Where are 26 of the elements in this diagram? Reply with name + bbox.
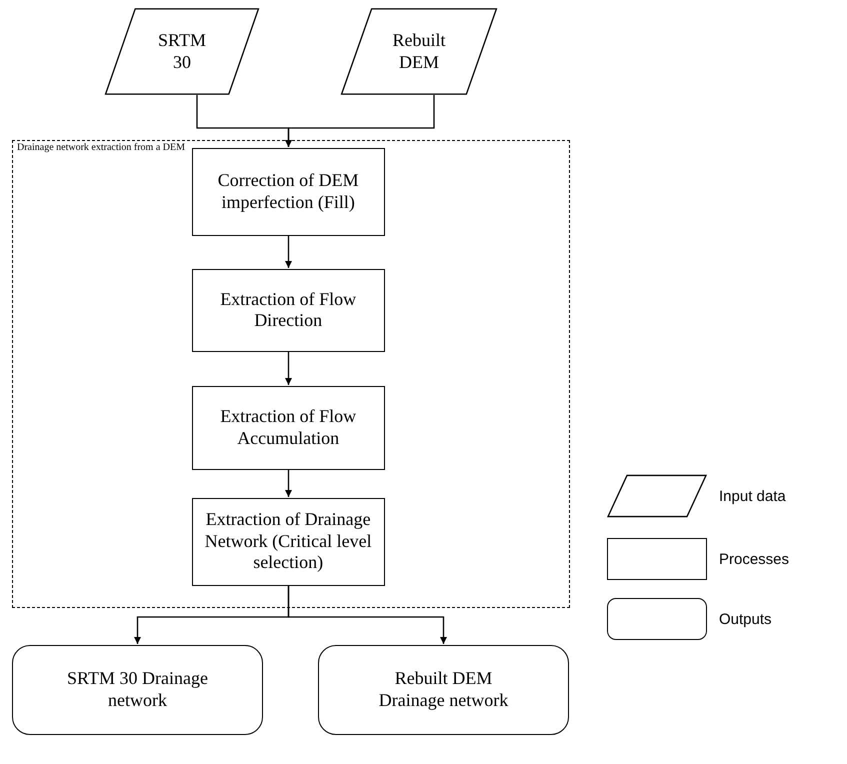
group-heading: Drainage network extraction from a DEM — [17, 142, 185, 154]
process-box — [192, 148, 385, 236]
legend-text: Processes — [719, 550, 790, 568]
arrow — [285, 470, 292, 497]
node-label: SRTM 30 Drainage network — [66, 668, 209, 712]
arrow — [285, 236, 292, 268]
input-parallelogram — [104, 8, 260, 95]
arrow — [285, 352, 292, 385]
output-rounded-box — [12, 645, 263, 735]
legend-text: Outputs — [719, 610, 772, 628]
node-label: Rebuilt DEM — [392, 30, 446, 74]
node-label: Extraction of Flow Direction — [219, 288, 358, 332]
node-label: Extraction of Drainage Network (Critical level selection) — [204, 509, 373, 574]
process-box — [192, 498, 385, 586]
node-label: Rebuilt DEM Drainage network — [378, 668, 510, 712]
input-parallelogram — [340, 8, 498, 95]
dashed-group-frame — [12, 140, 570, 608]
node-label: Extraction of Flow Accumulation — [219, 406, 358, 450]
process-box — [192, 386, 385, 470]
arrow — [285, 95, 435, 147]
legend-text: Input data — [719, 488, 786, 504]
node-label: SRTM 30 — [157, 30, 207, 74]
arrow — [288, 586, 447, 644]
node-label: Correction of DEM imperfection (Fill) — [216, 170, 360, 214]
process-box — [192, 268, 385, 352]
output-rounded-box — [318, 645, 569, 735]
